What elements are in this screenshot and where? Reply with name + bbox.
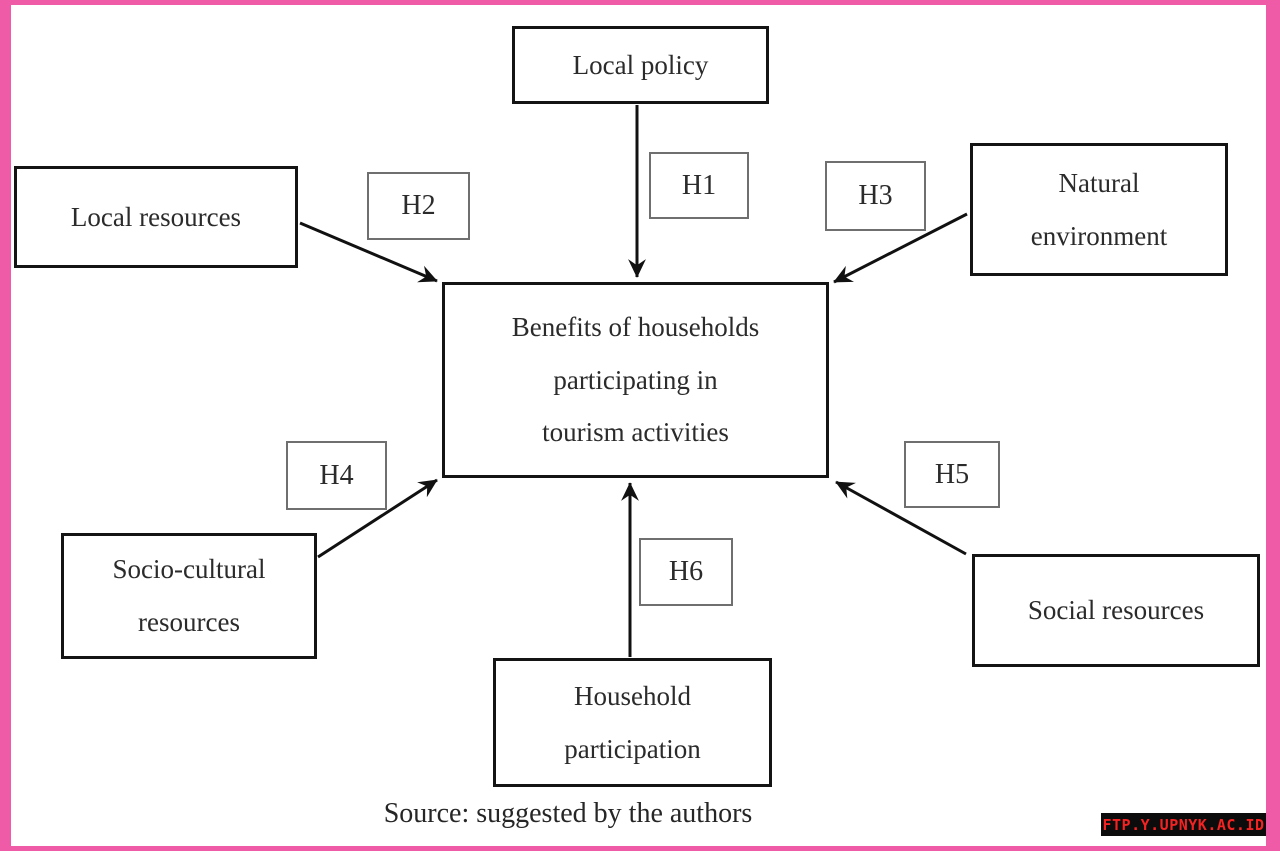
node-natural-environment: Natural environment — [970, 143, 1228, 276]
hypothesis-box-h3: H3 — [825, 161, 926, 231]
node-local-resources: Local resources — [14, 166, 298, 268]
hypothesis-label: H3 — [858, 180, 893, 211]
node-socio-cultural-resources: Socio-cultural resources — [61, 533, 317, 659]
node-label: Local policy — [572, 49, 709, 80]
node-social-resources: Social resources — [972, 554, 1260, 667]
hypothesis-label: H4 — [319, 459, 354, 491]
watermark-badge: FTP.Y.UPNYK.AC.ID — [1101, 813, 1266, 836]
node-label-line: Socio-cultural — [112, 554, 266, 585]
node-label-line: Natural — [1058, 167, 1140, 198]
node-label: Local resources — [70, 201, 242, 232]
hypothesis-label: H6 — [668, 556, 704, 587]
arrow-h4 — [317, 478, 438, 559]
node-label-line: environment — [1030, 220, 1168, 251]
node-local-policy: Local policy — [512, 26, 769, 104]
hypothesis-box-h6: H6 — [639, 538, 733, 606]
arrow-h3 — [833, 212, 968, 284]
arrow-h2 — [299, 221, 438, 283]
node-label-line: tourism activities — [542, 417, 729, 448]
node-label-line: Household — [574, 680, 691, 711]
hypothesis-box-h1: H1 — [649, 152, 749, 219]
arrow-h5 — [835, 480, 967, 556]
hypothesis-box-h4: H4 — [286, 441, 387, 510]
node-label-line: participating in — [553, 364, 718, 395]
node-label: Social resources — [1027, 595, 1205, 626]
source-caption: Source: suggested by the authors — [383, 798, 753, 829]
node-central-benefits: Benefits of households participating in … — [442, 282, 829, 478]
hypothesis-label: H2 — [401, 190, 436, 221]
node-household-participation: Household participation — [493, 658, 772, 787]
node-label-line: Benefits of households — [511, 312, 760, 343]
hypothesis-box-h2: H2 — [367, 172, 470, 240]
node-label-line: participation — [564, 733, 701, 764]
hypothesis-box-h5: H5 — [904, 441, 1000, 508]
hypothesis-label: H1 — [681, 169, 717, 201]
node-label-line: resources — [138, 607, 240, 637]
hypothesis-label: H5 — [934, 458, 970, 490]
